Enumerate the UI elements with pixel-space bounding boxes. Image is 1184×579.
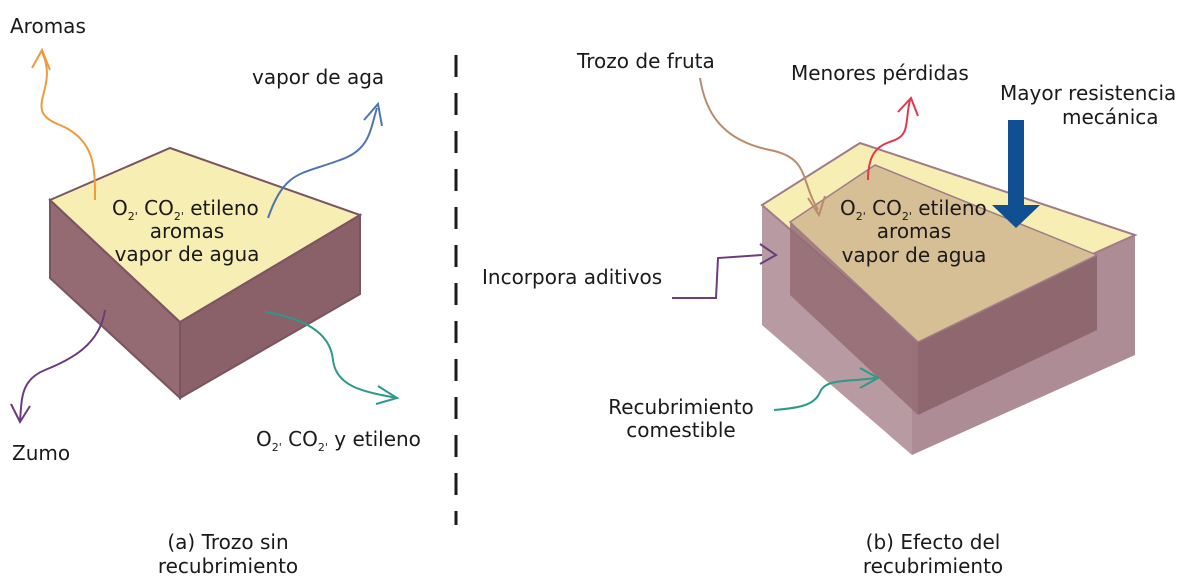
trozo-arrow [699, 77, 819, 211]
caption-a-line1: (a) Trozo sin [167, 530, 288, 554]
caption-b-line2: recubrimiento [863, 554, 1003, 578]
coated-block-vapor-label: vapor de agua [842, 243, 987, 267]
uncoated-fruit-block [48, 146, 363, 401]
vapor-arrow [267, 107, 378, 219]
perdidas-label: Menores pérdidas [791, 61, 969, 85]
vapor-arrowhead [363, 101, 383, 127]
coated-block-aromas-label: aromas [877, 219, 951, 243]
gases-arrow [264, 311, 399, 399]
zumo-arrowhead [10, 403, 31, 425]
panel-b: Trozo de fruta Menores pérdidas Mayor re… [482, 49, 1176, 578]
perdidas-arrowhead [897, 96, 919, 117]
resistencia-label-1: Mayor resistencia [1000, 81, 1176, 105]
aditivos-arrowhead [759, 243, 778, 265]
gases-label: O2' CO2' y etileno [256, 427, 421, 454]
zumo-arrow [19, 309, 106, 421]
block-vapor-label: vapor de agua [115, 242, 260, 266]
caption-a-line2: recubrimiento [158, 554, 298, 578]
panel-a: Aromas vapor de aga Zumo O2' CO2' y etil… [10, 14, 421, 578]
aromas-label: Aromas [10, 14, 86, 38]
aditivos-label: Incorpora aditivos [482, 265, 662, 289]
block-top-face [48, 146, 363, 324]
aromas-arrowhead [31, 47, 51, 71]
fruit-top-face [788, 164, 1099, 343]
fruit-left-side [790, 222, 918, 415]
resistencia-arrow [992, 120, 1040, 228]
resistencia-label-2: mecánica [1062, 105, 1159, 129]
coated-block-gases-label: O2' CO2' etileno [840, 196, 987, 223]
aromas-arrow [40, 51, 97, 201]
coated-fruit-block [760, 141, 1138, 455]
block-aromas-label: aromas [150, 219, 224, 243]
block-gases-label: O2' CO2' etileno [112, 196, 259, 223]
gases-arrowhead [375, 385, 400, 405]
perdidas-arrow [867, 99, 911, 181]
zumo-label: Zumo [12, 441, 70, 465]
fruit-right-side [918, 255, 1097, 415]
recubrimiento-label-2: comestible [626, 418, 735, 442]
caption-b-line1: (b) Efecto del [866, 530, 1001, 554]
aditivos-arrow [672, 254, 763, 299]
trozo-label: Trozo de fruta [576, 49, 715, 73]
recubrimiento-label-1: Recubrimiento [608, 395, 754, 419]
trozo-arrowhead [807, 195, 826, 218]
vapor-label: vapor de aga [252, 65, 384, 89]
recubrimiento-arrowhead [859, 367, 881, 389]
recubrimiento-arrow [773, 377, 876, 411]
